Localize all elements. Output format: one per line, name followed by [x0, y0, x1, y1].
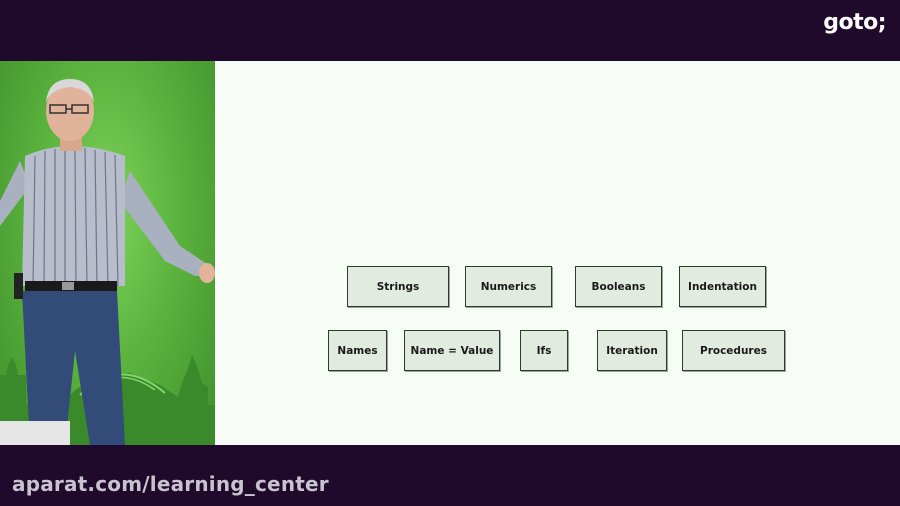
concept-box-booleans: Booleans [575, 266, 662, 307]
watermark-text: aparat.com/learning_center [12, 472, 329, 496]
bottom-bar: aparat.com/learning_center [0, 445, 900, 506]
goto-logo: goto; [823, 10, 886, 35]
podium [0, 421, 70, 445]
concept-box-ifs: Ifs [520, 330, 568, 371]
speaker-video [0, 61, 215, 445]
concept-box-strings: Strings [347, 266, 449, 307]
concept-box-procedures: Procedures [682, 330, 785, 371]
concept-box-indentation: Indentation [679, 266, 766, 307]
concept-box-name-value: Name = Value [404, 330, 500, 371]
concept-box-iteration: Iteration [597, 330, 667, 371]
concept-box-numerics: Numerics [465, 266, 552, 307]
top-bar: goto; [0, 0, 900, 61]
concept-box-names: Names [328, 330, 387, 371]
speaker-figure [0, 79, 215, 445]
presentation-slide: Strings Numerics Booleans Indentation Na… [215, 61, 900, 445]
